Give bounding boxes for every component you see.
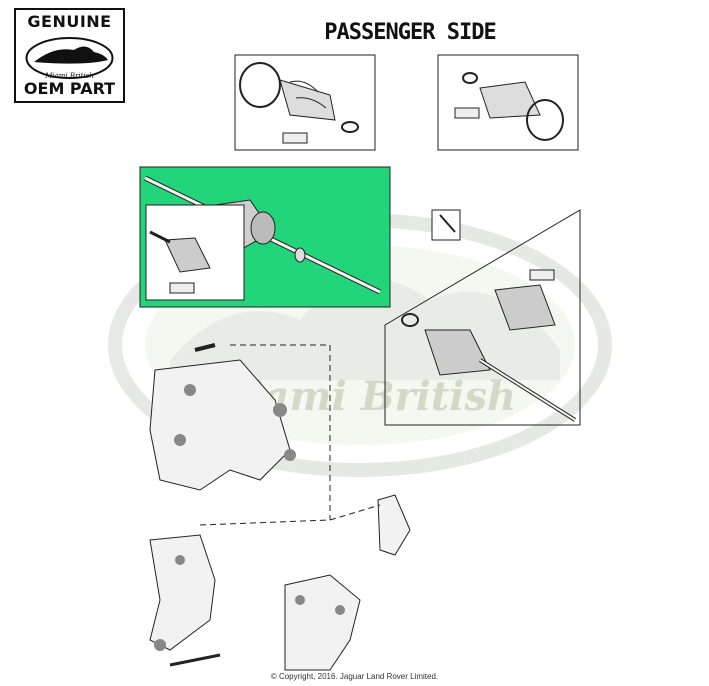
genuine-oem-badge: GENUINE Miami British OEM PART: [14, 8, 125, 103]
strap-bracket[interactable]: [377, 494, 411, 556]
outer-boot-kit-box[interactable]: [437, 54, 579, 151]
shark-logo-icon: [25, 37, 114, 79]
leader-lines: [199, 344, 381, 526]
page-title: PASSENGER SIDE: [324, 20, 496, 45]
badge-logo-text: Miami British: [45, 72, 94, 80]
engine-mount-bracket[interactable]: [149, 343, 296, 491]
inner-boot-kit-box[interactable]: [234, 54, 376, 151]
badge-bottom-label: OEM PART: [23, 79, 116, 98]
lower-bracket[interactable]: [149, 534, 221, 667]
driveshaft-assembly-highlight[interactable]: [139, 166, 391, 308]
copyright-text: © Copyright, 2016. Jaguar Land Rover Lim…: [270, 672, 439, 681]
badge-top-label: GENUINE: [27, 12, 112, 31]
cv-joint-detail[interactable]: [384, 209, 581, 426]
support-bracket[interactable]: [284, 574, 361, 671]
